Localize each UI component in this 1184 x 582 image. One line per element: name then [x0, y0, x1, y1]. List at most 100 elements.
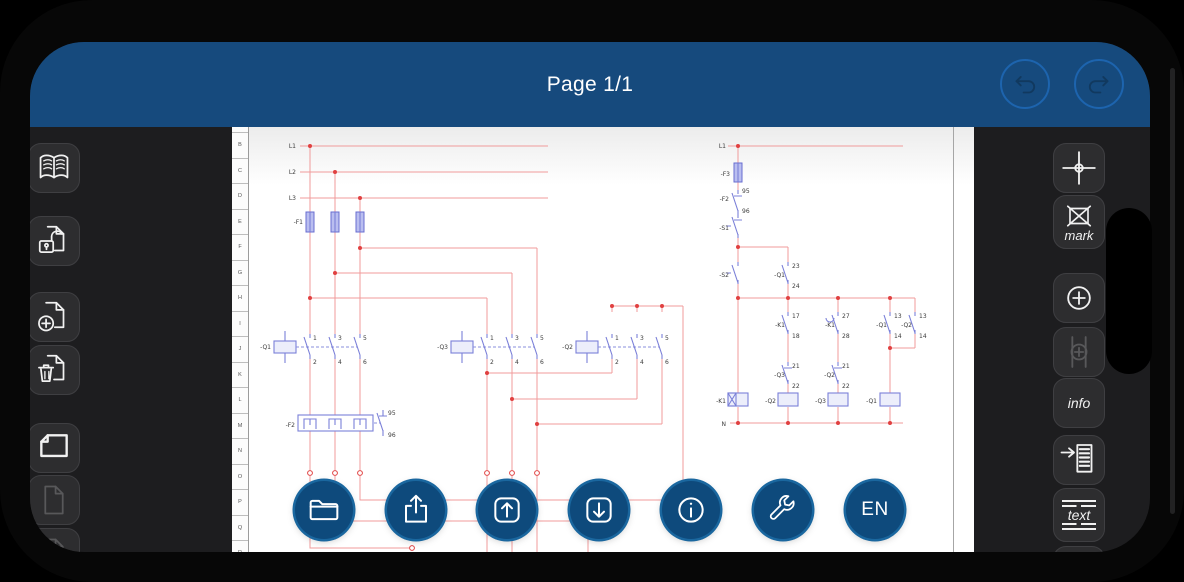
schematic-label: 96	[742, 208, 750, 215]
upload-icon	[494, 497, 520, 523]
ruler-cell: Q	[232, 516, 248, 541]
schematic-label: 6	[363, 359, 367, 366]
redo-icon	[1088, 75, 1109, 94]
ruler-cell: J	[232, 337, 248, 363]
schematic-label: 6	[665, 359, 669, 366]
extra-page-icon	[44, 538, 64, 552]
text-tool-button[interactable]: text	[1053, 488, 1105, 542]
components	[273, 162, 916, 436]
extra-page-button[interactable]	[30, 528, 80, 552]
tools-button[interactable]	[754, 481, 812, 539]
mark-icon	[1066, 204, 1092, 227]
schematic-label: -Q2	[765, 398, 776, 405]
junction-dots	[308, 144, 892, 426]
ruler-cell: D	[232, 184, 248, 210]
top-bar: Page 1/1	[30, 42, 1150, 127]
language-button[interactable]: EN	[846, 481, 904, 539]
schematic-label: 17	[792, 313, 800, 320]
undo-button[interactable]	[1000, 59, 1050, 109]
page-gutter	[953, 127, 974, 552]
info-tool-button[interactable]: info	[1053, 378, 1105, 428]
schematic-label: 18	[792, 333, 800, 340]
landscape-page-button[interactable]	[30, 423, 80, 473]
share-button[interactable]	[387, 481, 445, 539]
schematic-label: -F2	[720, 196, 730, 203]
ruler-cell: K	[232, 363, 248, 388]
redo-button[interactable]	[1074, 59, 1124, 109]
schematic-label: 3	[640, 335, 644, 342]
share-icon	[405, 494, 427, 523]
schematic-label: -Q1	[774, 272, 785, 279]
ruler-cell: N	[232, 439, 248, 465]
schematic-label: 24	[792, 283, 800, 290]
add-page-button[interactable]	[30, 292, 80, 342]
schematic-label: -S1	[719, 225, 729, 232]
download-icon	[586, 497, 612, 523]
schematic-label: -Q2	[562, 344, 573, 351]
schematic-label: 23	[792, 263, 800, 270]
schematic-label: -K1	[825, 322, 835, 329]
schematic-label: -S2	[719, 272, 729, 279]
schematic-label: 5	[540, 335, 544, 342]
ruler-cell: B	[232, 133, 248, 159]
info-button[interactable]	[662, 481, 720, 539]
schematic-label: -Q3	[774, 372, 785, 379]
schematic-label: 6	[540, 359, 544, 366]
upload-button[interactable]	[478, 481, 536, 539]
wrench-icon	[769, 495, 795, 520]
schematic-label: 27	[842, 313, 850, 320]
ruler-cell: O	[232, 465, 248, 490]
schematic-label: -Q1	[876, 322, 887, 329]
text-stripes-bottom	[1062, 522, 1096, 531]
schematic-label: -Q1	[260, 344, 271, 351]
schematic-label: -F2	[286, 422, 296, 429]
unlock-page-icon	[38, 225, 65, 253]
text-label: text	[1067, 506, 1091, 523]
schematic-label: 2	[490, 359, 494, 366]
schematic-label: 21	[792, 363, 800, 370]
schematic-label: 95	[742, 188, 750, 195]
history-buttons	[1000, 59, 1124, 109]
back-arrow-button[interactable]	[1053, 546, 1105, 552]
ruler-cell: G	[232, 261, 248, 286]
mark-button[interactable]: mark	[1053, 195, 1105, 249]
measure-icon	[1070, 336, 1088, 368]
schematic-label: 95	[388, 410, 396, 417]
mark-label: mark	[1064, 227, 1094, 243]
zoom-plus-icon	[1067, 286, 1091, 310]
parts-list-icon	[1060, 444, 1093, 473]
zoom-plus-button[interactable]	[1053, 273, 1105, 323]
parts-list-button[interactable]	[1053, 435, 1105, 485]
pages-book-button[interactable]	[30, 143, 80, 193]
undo-icon	[1015, 75, 1036, 94]
ruler-cell: L	[232, 388, 248, 414]
schematic-label: 2	[615, 359, 619, 366]
schematic-label: N	[722, 421, 727, 428]
schematic-label: 3	[515, 335, 519, 342]
blank-page-button[interactable]	[30, 475, 80, 525]
schematic-label: 21	[842, 363, 850, 370]
open-folder-button[interactable]	[295, 481, 353, 539]
schematic-label: 22	[792, 383, 800, 390]
download-button[interactable]	[570, 481, 628, 539]
unlock-page-button[interactable]	[30, 216, 80, 266]
ruler-cell: F	[232, 235, 248, 261]
ruler-cell: E	[232, 210, 248, 235]
schematic-label: -Q2	[824, 372, 835, 379]
schematic-label: 4	[338, 359, 342, 366]
schematic-label: -Q3	[815, 398, 826, 405]
delete-page-button[interactable]	[30, 345, 80, 395]
crosshair-icon	[1062, 151, 1096, 185]
schematic-label: -K1	[775, 322, 785, 329]
book-icon	[39, 154, 69, 179]
measure-button[interactable]	[1053, 327, 1105, 377]
info-label: info	[1067, 394, 1091, 411]
schematic-label: L1	[289, 143, 296, 150]
folder-icon	[309, 499, 339, 521]
crosshair-button[interactable]	[1053, 143, 1105, 193]
schematic-label: 1	[313, 335, 317, 342]
schematic-label: -F1	[294, 219, 304, 226]
delete-page-icon	[38, 354, 65, 382]
ruler-cell: R	[232, 541, 248, 552]
